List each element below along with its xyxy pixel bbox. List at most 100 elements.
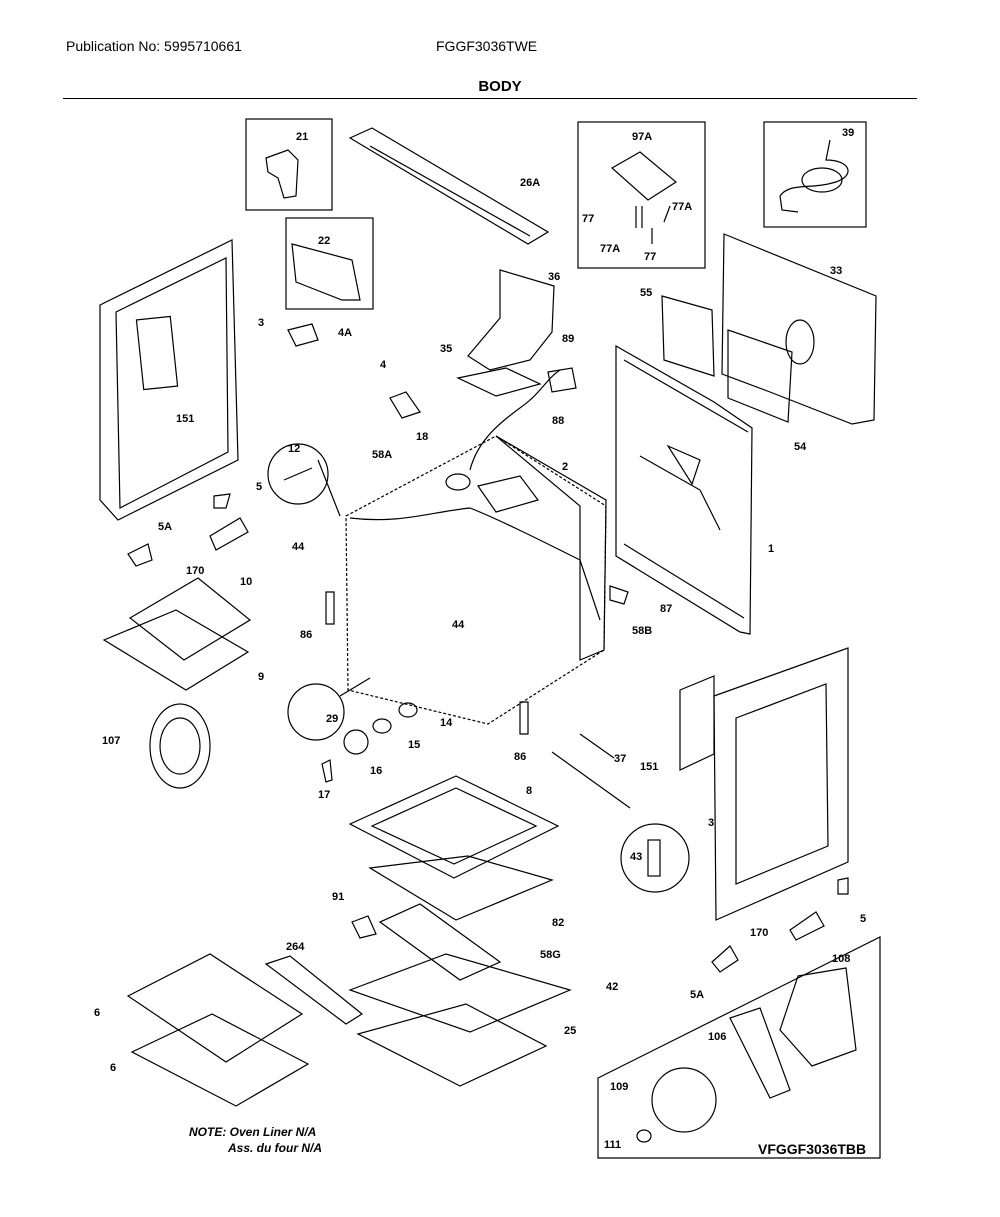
label-54: 54 (794, 441, 807, 453)
part-12-detail (283, 459, 341, 517)
part-35-shape (456, 367, 542, 397)
part-107-shape (149, 703, 211, 789)
label-3-right: 3 (708, 817, 714, 829)
label-5A-right: 5A (690, 989, 704, 1001)
label-55: 55 (640, 287, 652, 299)
model-number: FGGF3036TWE (436, 38, 538, 54)
part-18-shape (445, 473, 471, 491)
label-16: 16 (370, 765, 382, 777)
part-37-shape (579, 733, 615, 759)
diagram-reference: VFGGF3036TBB (758, 1141, 867, 1157)
part-39-coil (801, 167, 843, 193)
label-4A: 4A (338, 327, 352, 339)
label-8: 8 (526, 785, 532, 797)
part-10-grill (128, 577, 252, 661)
part-8-floor (348, 775, 560, 879)
part-109-blade (651, 1067, 717, 1133)
note-line-1: NOTE: Oven Liner N/A (189, 1125, 317, 1139)
label-21: 21 (296, 131, 308, 143)
label-151-right: 151 (640, 761, 658, 773)
part-26A-shape (348, 127, 550, 245)
part-36-shape (467, 269, 555, 371)
label-4: 4 (380, 359, 387, 371)
inset-box-22 (285, 217, 374, 310)
part-55-shape (661, 295, 715, 377)
publication-number: Publication No: 5995710661 (66, 38, 242, 54)
part-12-callout (267, 443, 329, 505)
label-5-right: 5 (860, 913, 866, 925)
part-86-right-shape (519, 701, 529, 735)
inset-box-21 (245, 118, 333, 211)
label-77-upper: 77 (582, 213, 594, 225)
part-21-shape (265, 149, 299, 199)
part-108-motor (779, 967, 857, 1067)
label-86-left: 86 (300, 629, 312, 641)
part-6-rack-lower (130, 1013, 310, 1107)
part-82-shape (368, 855, 554, 921)
label-77A-upper: 77A (672, 201, 692, 213)
part-106-shape (729, 1007, 791, 1099)
label-97A: 97A (632, 131, 652, 143)
part-5A-right-shape (711, 945, 739, 973)
part-29-callout (287, 683, 345, 741)
label-15: 15 (408, 739, 420, 751)
part-17-shape (321, 759, 333, 783)
part-151-right-bracket (679, 675, 715, 771)
label-170-right: 170 (750, 927, 768, 939)
label-107: 107 (102, 735, 120, 747)
oven-cavity (345, 435, 607, 725)
part-33-cutout (785, 319, 815, 365)
label-36: 36 (548, 271, 560, 283)
part-9-pan (102, 609, 250, 691)
part-1-detail (639, 444, 721, 531)
part-6-rack-upper (126, 953, 304, 1063)
label-37: 37 (614, 753, 626, 765)
label-91: 91 (332, 891, 344, 903)
part-151-left-bracket (135, 315, 179, 391)
part-16-shape (343, 729, 369, 755)
label-18: 18 (416, 431, 428, 443)
part-86-left-shape (325, 591, 335, 625)
inset-box-97A (577, 121, 706, 269)
inset-box-fan (597, 936, 881, 1159)
label-10: 10 (240, 576, 252, 588)
label-26A: 26A (520, 177, 540, 189)
label-77A-lower: 77A (600, 243, 620, 255)
label-82: 82 (552, 917, 564, 929)
part-43-screw (647, 839, 661, 877)
label-44-center: 44 (452, 619, 465, 631)
part-5A-left-shape (127, 543, 153, 567)
label-58G: 58G (540, 949, 561, 961)
label-86-right: 86 (514, 751, 526, 763)
part-5-right-shape (837, 877, 849, 895)
label-58B: 58B (632, 625, 652, 637)
label-22: 22 (318, 235, 330, 247)
label-29: 29 (326, 713, 338, 725)
part-1-back-frame (615, 344, 753, 635)
label-14: 14 (440, 717, 453, 729)
label-6-lower: 6 (110, 1062, 116, 1074)
part-58G-shape (378, 903, 502, 981)
label-6-upper: 6 (94, 1007, 100, 1019)
label-151-left: 151 (176, 413, 194, 425)
part-33-back-panel (721, 233, 877, 425)
label-106: 106 (708, 1031, 726, 1043)
label-109: 109 (610, 1081, 628, 1093)
label-33: 33 (830, 265, 842, 277)
label-25: 25 (564, 1025, 576, 1037)
note-line-2: Ass. du four N/A (228, 1141, 323, 1155)
label-88: 88 (552, 415, 564, 427)
label-77-lower: 77 (644, 251, 656, 263)
part-58A-insulation (349, 507, 601, 621)
part-29-leader (339, 677, 371, 697)
part-97A-shape (610, 151, 678, 201)
part-14-shape (398, 702, 418, 718)
label-89: 89 (562, 333, 574, 345)
label-87: 87 (660, 603, 672, 615)
part-2-shape (477, 475, 540, 513)
inset-box-39 (763, 121, 867, 228)
label-17: 17 (318, 789, 330, 801)
part-43-leader (551, 751, 631, 809)
part-22-shape (291, 243, 361, 301)
